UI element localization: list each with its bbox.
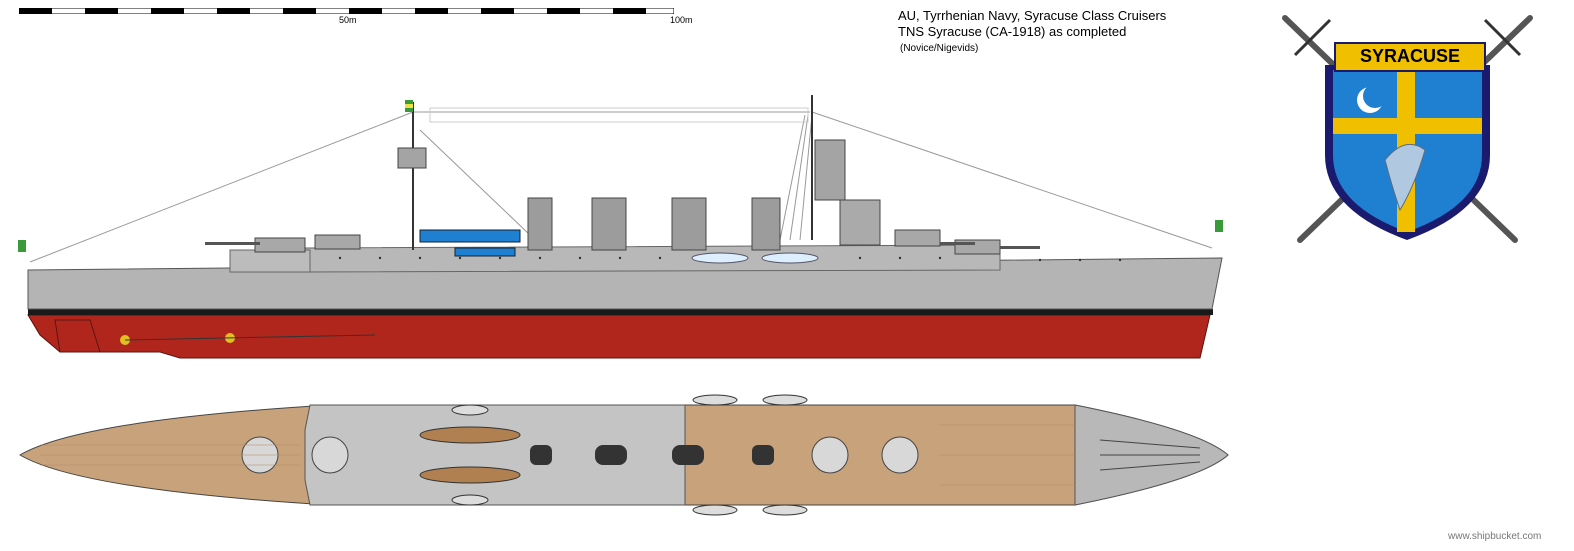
title-line-1: AU, Tyrrhenian Navy, Syracuse Class Crui… — [898, 8, 1167, 23]
ship-side-profile — [0, 90, 1240, 365]
side-profile-drawing — [18, 95, 1223, 359]
scale-label-50m: 50m — [339, 15, 357, 25]
scale-bar-graphic — [19, 8, 674, 14]
emblem-drawing — [1282, 15, 1533, 243]
ship-plan-view — [0, 390, 1240, 525]
scale-label-100m: 100m — [670, 15, 693, 25]
emblem-banner-text: SYRACUSE — [1359, 46, 1461, 66]
plan-view-drawing — [19, 394, 1229, 516]
watermark: www.shipbucket.com — [1448, 531, 1542, 542]
syracuse-emblem: SYRACUSE — [1275, 10, 1540, 250]
author-credit: (Novice/Nigevids) — [900, 43, 979, 54]
scale-bar — [19, 8, 674, 14]
title-line-2: TNS Syracuse (CA-1918) as completed — [898, 24, 1127, 39]
